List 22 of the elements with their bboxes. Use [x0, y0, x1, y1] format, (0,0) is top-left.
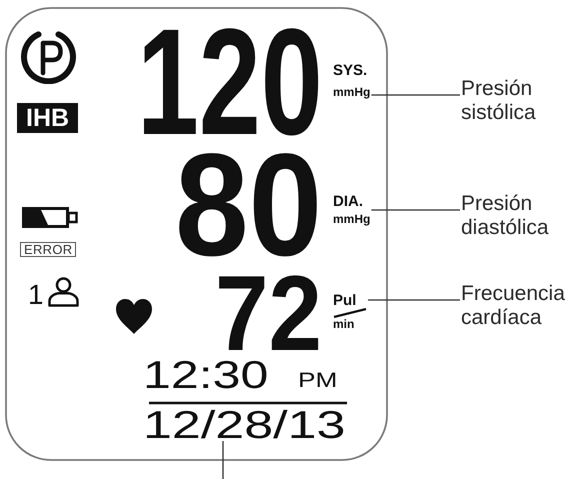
pulse-value: 72 — [215, 275, 322, 352]
user-number: 1 — [28, 285, 44, 305]
reading-label: DIA. — [333, 194, 363, 209]
reading-label: SYS. — [333, 63, 368, 78]
date-readout: 12/28/13 — [143, 412, 346, 440]
systolic-value: 120 — [137, 28, 323, 137]
leader-line — [222, 441, 224, 479]
reading-label: Pul — [333, 293, 356, 308]
callout-label: Frecuencia cardíaca — [461, 282, 565, 330]
ihb-indicator: IHB — [17, 103, 78, 133]
diastolic-value: 80 — [175, 152, 322, 257]
unit-label: min — [333, 318, 354, 330]
callout-label: Presión sistólica — [461, 77, 536, 125]
error-indicator: ERROR — [20, 242, 76, 257]
unit-label: mmHg — [333, 213, 370, 225]
callout-label: Presión diastólica — [461, 192, 549, 240]
unit-label: mmHg — [333, 86, 370, 98]
leader-line — [371, 209, 460, 211]
leader-line — [368, 299, 460, 301]
time-readout: 12:30 — [143, 362, 268, 390]
am-pm-label: PM — [298, 373, 338, 388]
leader-line — [371, 94, 460, 96]
